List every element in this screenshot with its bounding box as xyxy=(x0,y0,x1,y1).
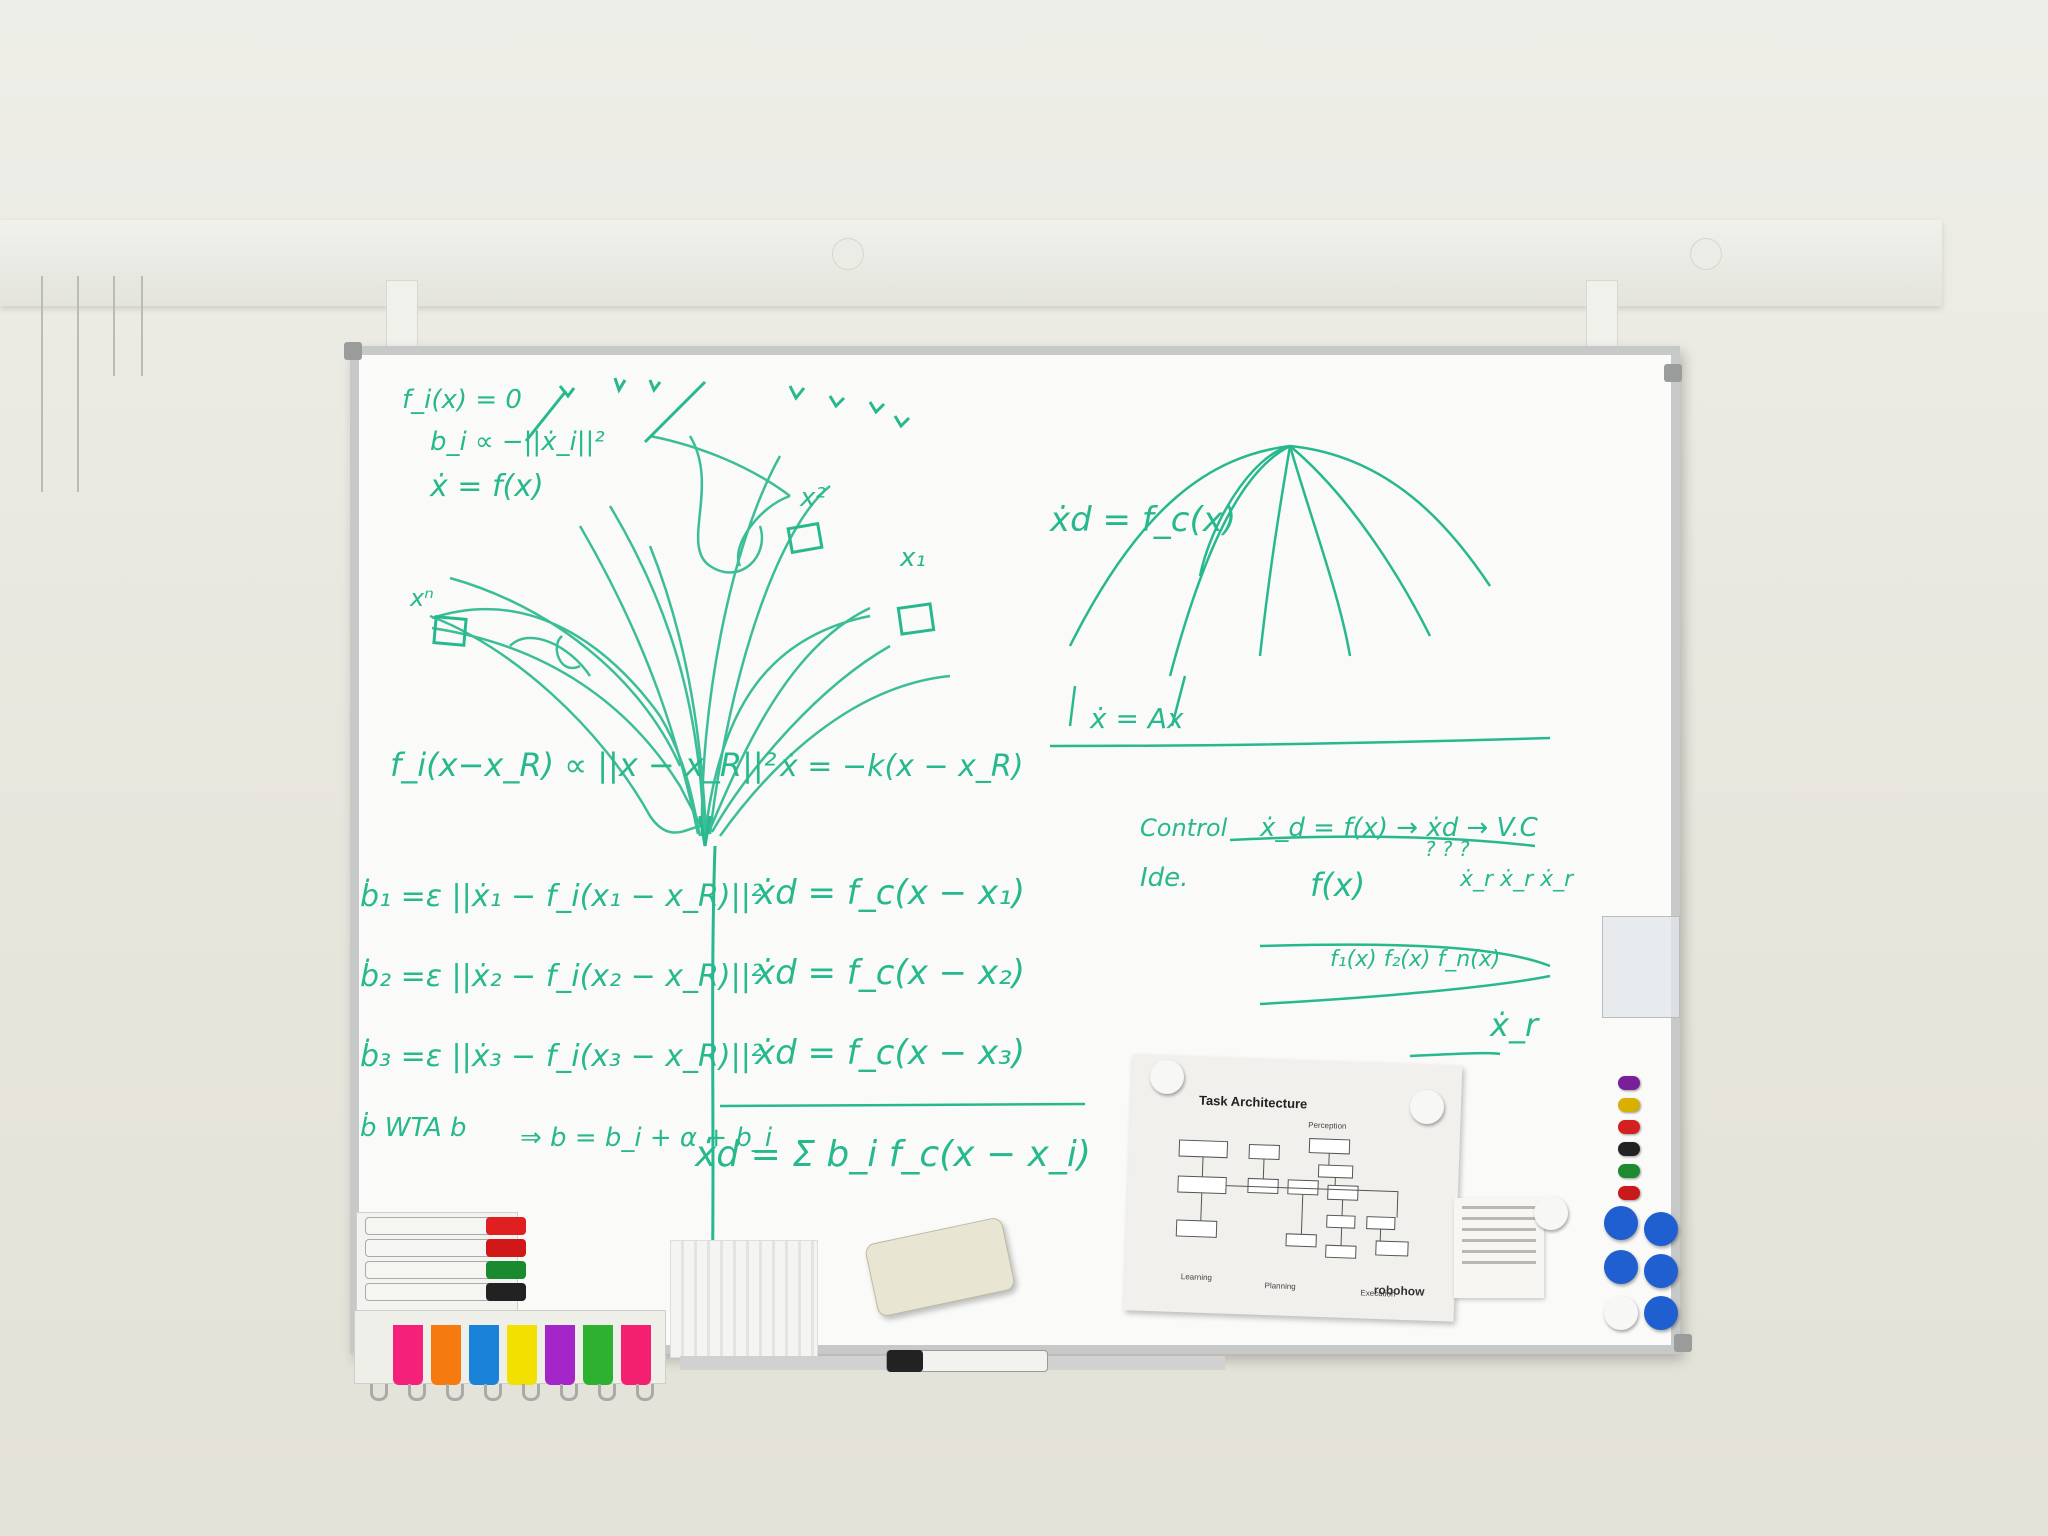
key-hook xyxy=(522,1384,540,1401)
rail-screw xyxy=(1690,238,1722,270)
key-hook xyxy=(408,1384,426,1401)
key-hook xyxy=(560,1384,578,1401)
blue-magnet[interactable] xyxy=(1604,1206,1638,1240)
eq-xd1: ẋd = f_c(x − x₁) xyxy=(754,873,1025,913)
small-note xyxy=(1454,1198,1544,1298)
key-hook xyxy=(636,1384,654,1401)
key-hook xyxy=(598,1384,616,1401)
sheet-label-planning: Planning xyxy=(1264,1281,1296,1292)
blue-magnet[interactable] xyxy=(1604,1250,1638,1284)
marker-red[interactable] xyxy=(365,1239,526,1257)
white-magnet[interactable] xyxy=(1410,1090,1444,1124)
key-hook xyxy=(484,1384,502,1401)
eq-sum: ẋd = Σ b_i f_c(x − x_i) xyxy=(694,1134,1091,1175)
key-tag-purple[interactable] xyxy=(545,1325,575,1385)
blue-magnet[interactable] xyxy=(1644,1212,1678,1246)
frame-corner xyxy=(1674,1334,1692,1352)
label-ide: Ide. xyxy=(1140,863,1188,893)
label-x2: x² xyxy=(799,483,826,513)
architecture-diagram xyxy=(1175,1138,1409,1259)
whiteboard-pen[interactable] xyxy=(886,1350,1048,1372)
pin-yellow[interactable] xyxy=(1618,1098,1640,1112)
frame-boxes xyxy=(432,521,936,847)
key-tag-blue[interactable] xyxy=(469,1325,499,1385)
frame-corner xyxy=(1664,364,1682,382)
eq-ax: ẋ = Ax xyxy=(1089,702,1184,735)
whiteboard[interactable] xyxy=(350,346,1680,1354)
pin-black[interactable] xyxy=(1618,1142,1640,1156)
eq-wta: ḃ WTA b xyxy=(360,1111,467,1143)
key-tag-pink[interactable] xyxy=(621,1325,651,1385)
key-hook xyxy=(446,1384,464,1401)
eq-attractor: f_i(x−x_R) ∝ ||x − x_R||² xyxy=(390,746,777,784)
document-clip xyxy=(1602,916,1680,1018)
rail-screw xyxy=(832,238,864,270)
eq-ide-fx: f(x) xyxy=(1310,866,1365,904)
sheet-label-perception: Perception xyxy=(1308,1120,1347,1131)
eq-bi-prop: b_i ∝ −||ẋ_i||² xyxy=(430,427,605,457)
blue-magnet[interactable] xyxy=(1644,1254,1678,1288)
eq-xd2: ẋd = f_c(x − x₂) xyxy=(754,953,1025,993)
eq-xdot-fx: ẋ = f(x) xyxy=(429,469,544,504)
label-xn: xⁿ xyxy=(409,584,434,612)
label-control: Control xyxy=(1140,814,1228,842)
eq-b1: ḃ₁ =ε ||ẋ₁ − f_i(x₁ − x_R)||² xyxy=(360,878,763,914)
eq-b-update: ⇒ b = b_i + α + b_i xyxy=(520,1123,773,1153)
blue-magnet[interactable] xyxy=(1644,1296,1678,1330)
pin-red[interactable] xyxy=(1618,1120,1640,1134)
wall-rail xyxy=(0,220,1942,306)
pin-purple[interactable] xyxy=(1618,1076,1640,1090)
key-tag-green[interactable] xyxy=(583,1325,613,1385)
key-hook xyxy=(370,1384,388,1401)
pin-green[interactable] xyxy=(1618,1164,1640,1178)
frame-corner xyxy=(344,342,362,360)
white-magnet[interactable] xyxy=(1604,1296,1638,1330)
marker-green[interactable] xyxy=(365,1261,526,1279)
marker-red[interactable] xyxy=(365,1217,526,1235)
eq-xd3: ẋd = f_c(x − x₃) xyxy=(754,1033,1025,1073)
underline xyxy=(719,1102,1086,1108)
flow-arrows xyxy=(524,377,911,444)
eq-b2: ḃ₂ =ε ||ẋ₂ − f_i(x₂ − x_R)||² xyxy=(360,958,763,994)
eq-control: ẋ_d = f(x) → ẋd → V.C xyxy=(1259,813,1539,843)
sheet-label-learning: Learning xyxy=(1180,1272,1213,1283)
key-tag-rack xyxy=(354,1310,666,1385)
label-x1: x₁ xyxy=(899,543,926,573)
eq-fc: ẋd = f_c(x) xyxy=(1049,500,1236,540)
hanging-strings xyxy=(41,276,143,492)
eq-linear: ẋ = −k(x − x_R) xyxy=(779,749,1023,784)
key-tag-orange[interactable] xyxy=(431,1325,461,1385)
divider-line xyxy=(710,845,717,1307)
marker-black[interactable] xyxy=(365,1283,526,1301)
white-magnet[interactable] xyxy=(1150,1060,1184,1094)
marker-holder xyxy=(356,1212,526,1314)
key-tag-yellow[interactable] xyxy=(507,1325,537,1385)
sheet-title: Task Architecture xyxy=(1198,1092,1308,1112)
eq-question-marks: ? ? ? xyxy=(1425,837,1470,861)
eq-xr: ẋ_r xyxy=(1489,1006,1540,1044)
eq-b3: ḃ₃ =ε ||ẋ₃ − f_i(x₃ − x_R)||² xyxy=(360,1038,763,1074)
whiteboard-writing: f_i(x) = 0 b_i ∝ −||ẋ_i||² ẋ = f(x) x² x… xyxy=(360,377,1575,1307)
trajectory-sketch xyxy=(429,434,951,837)
eq-ide-right: ẋ_r ẋ_r ẋ_r xyxy=(1459,867,1575,892)
white-magnet[interactable] xyxy=(1534,1196,1568,1230)
task-architecture-sheet[interactable]: Task Architecture Perception Learning Pl… xyxy=(1123,1054,1463,1322)
key-tag-pink[interactable] xyxy=(393,1325,423,1385)
sheet-logo: robohow xyxy=(1373,1282,1425,1299)
eq-fi-zero: f_i(x) = 0 xyxy=(402,385,522,415)
textured-tile xyxy=(670,1240,818,1358)
pin-red[interactable] xyxy=(1618,1186,1640,1200)
dome-sketch xyxy=(1049,444,1551,1058)
eq-f-list: f₁(x) f₂(x) f_n(x) xyxy=(1330,947,1500,972)
